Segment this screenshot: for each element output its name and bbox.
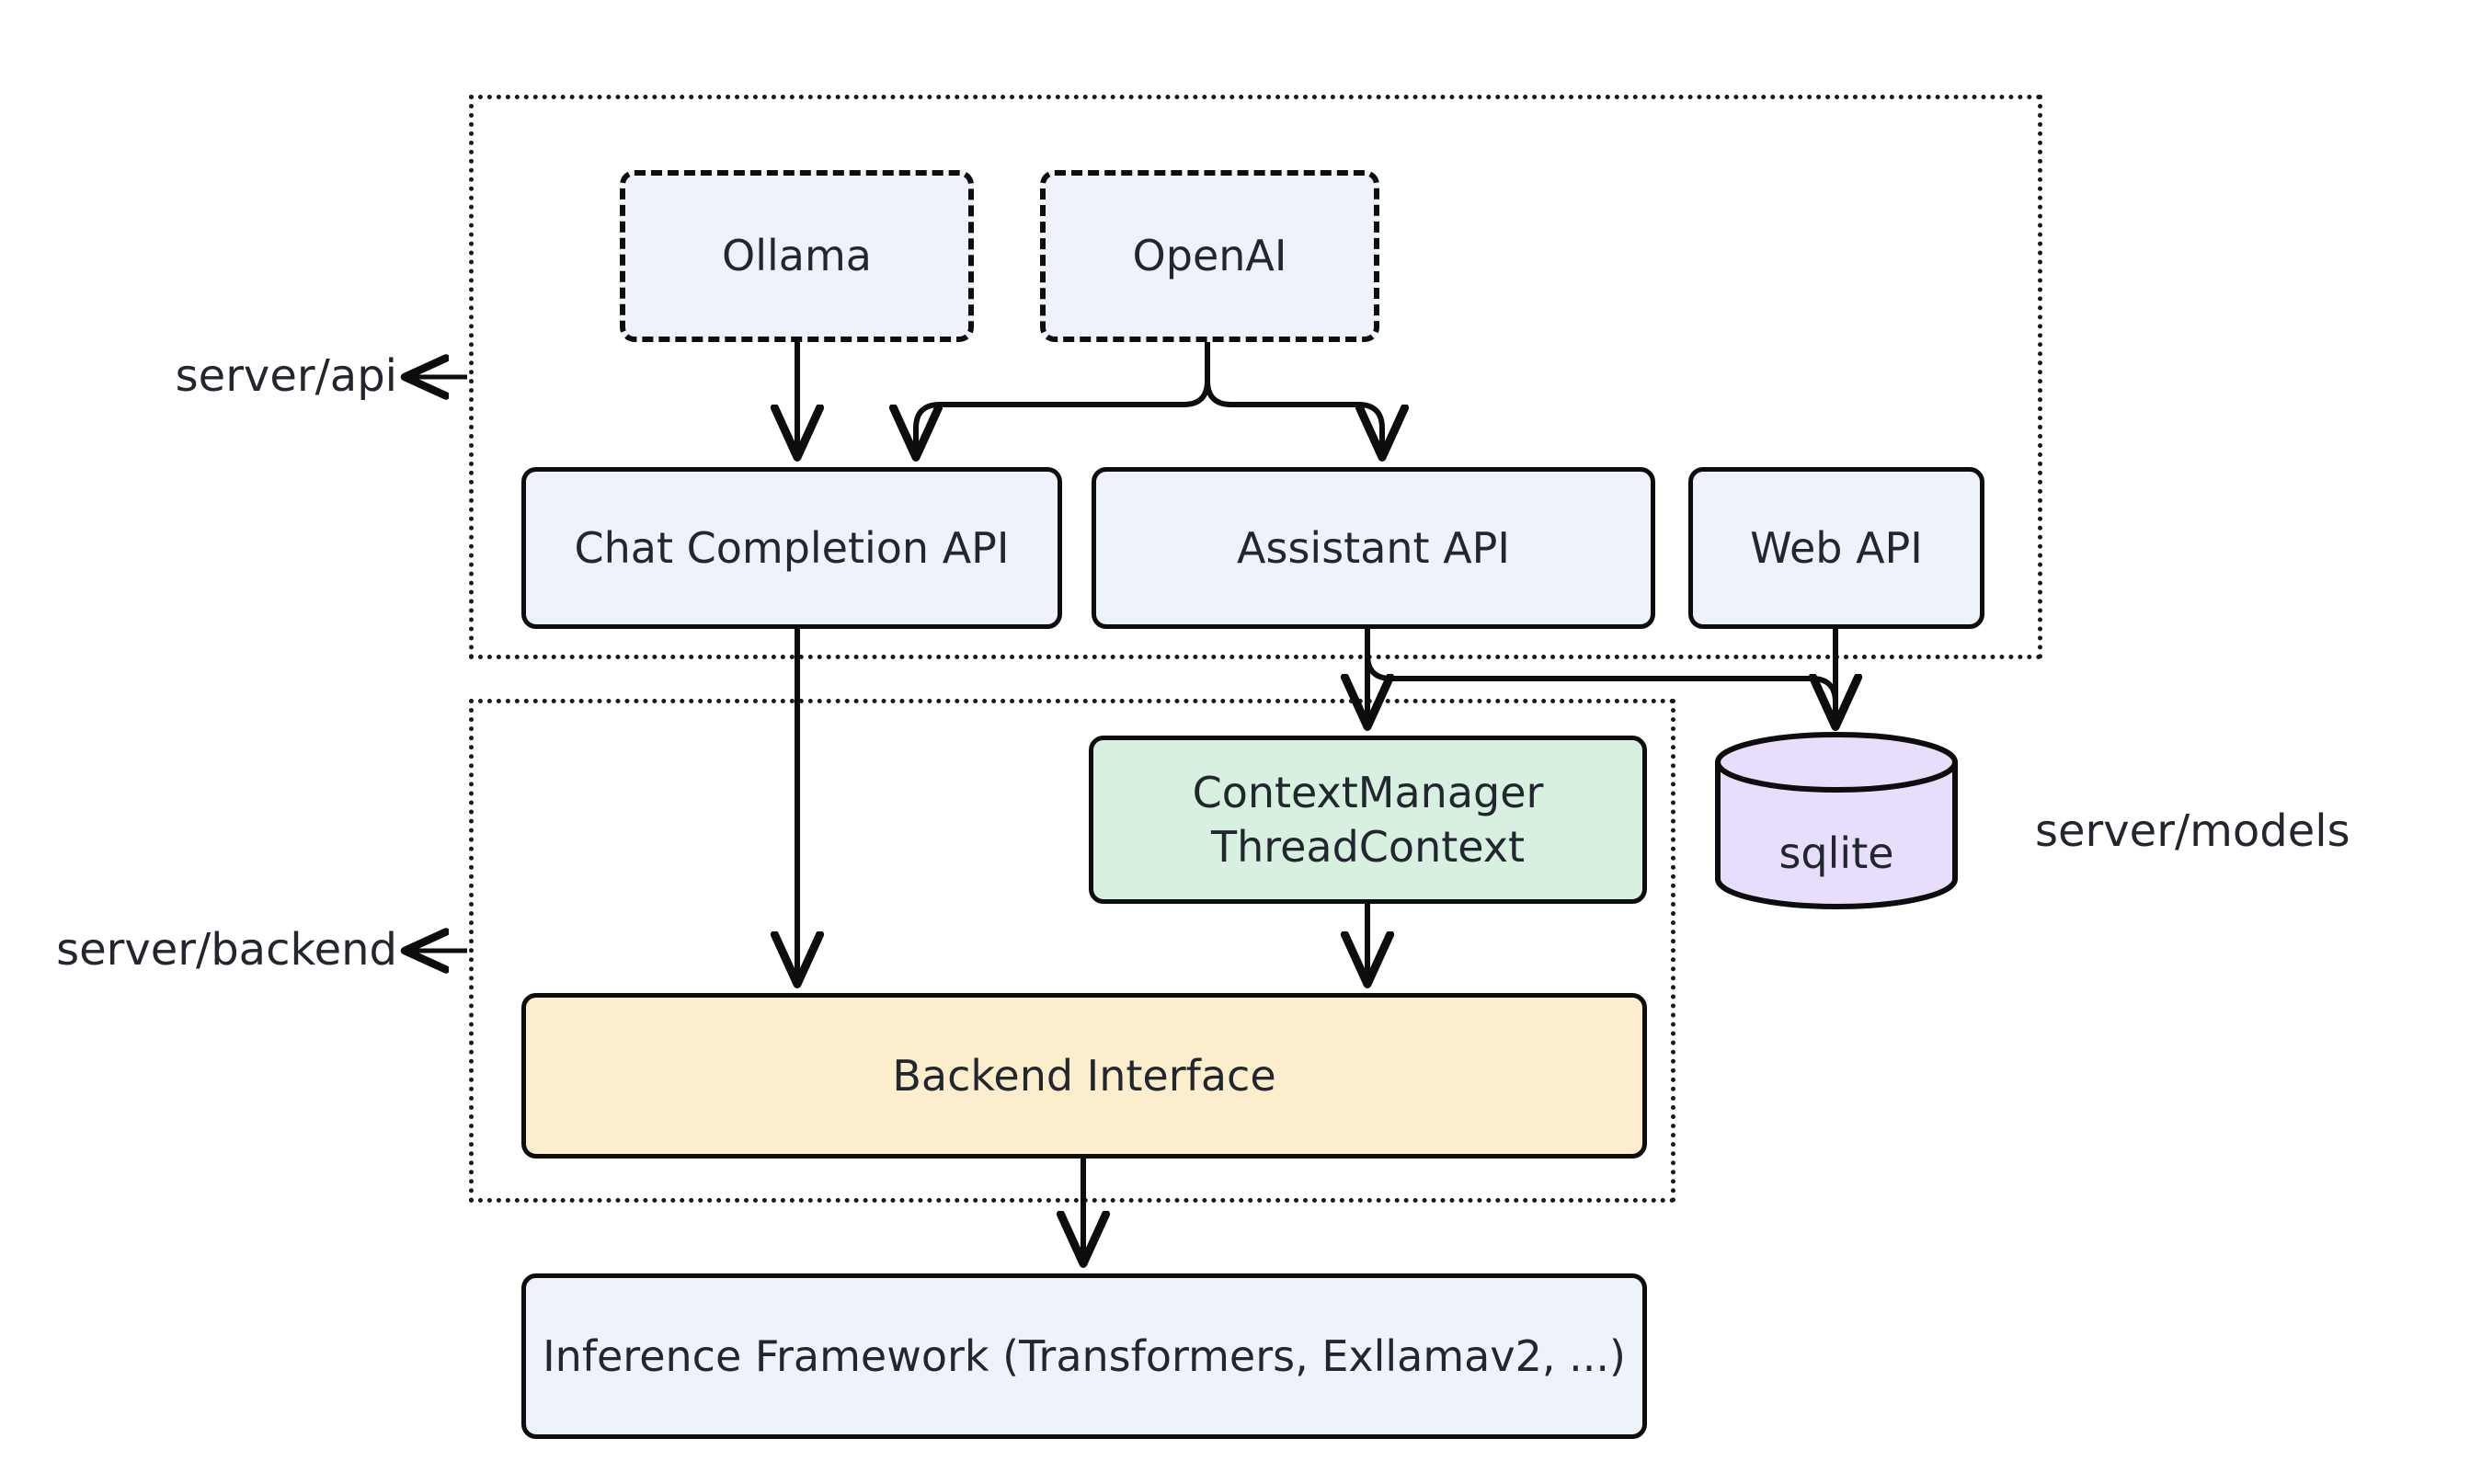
node-inference-framework-label: Inference Framework (Transformers, Exlla…: [543, 1330, 1626, 1381]
node-context-manager[interactable]: ContextManager ThreadContext: [1089, 736, 1647, 904]
node-backend-interface-label: Backend Interface: [892, 1050, 1276, 1101]
node-chat-completion-api[interactable]: Chat Completion API: [521, 467, 1062, 629]
group-label-server-backend: server/backend: [56, 924, 397, 976]
node-assistant-api[interactable]: Assistant API: [1092, 467, 1655, 629]
group-server-backend: [469, 699, 1675, 1203]
node-openai-label: OpenAI: [1132, 231, 1287, 281]
node-web-api-label: Web API: [1750, 522, 1923, 573]
node-sqlite-label: sqlite: [1778, 828, 1894, 878]
group-server-api: [469, 95, 2042, 659]
node-openai[interactable]: OpenAI: [1040, 170, 1379, 342]
node-ollama-label: Ollama: [722, 231, 872, 281]
node-context-manager-label: ContextManager ThreadContext: [1192, 767, 1544, 872]
group-label-server-api: server/api: [175, 350, 397, 402]
node-assistant-api-label: Assistant API: [1237, 522, 1510, 573]
group-label-server-models: server/models: [2035, 805, 2350, 857]
node-sqlite[interactable]: sqlite: [1712, 731, 1961, 910]
node-inference-framework[interactable]: Inference Framework (Transformers, Exlla…: [521, 1273, 1647, 1439]
node-web-api[interactable]: Web API: [1688, 467, 1984, 629]
node-backend-interface[interactable]: Backend Interface: [521, 993, 1647, 1159]
node-chat-completion-api-label: Chat Completion API: [574, 522, 1010, 573]
node-ollama[interactable]: Ollama: [620, 170, 974, 342]
cylinder-shape: [1715, 732, 1958, 909]
